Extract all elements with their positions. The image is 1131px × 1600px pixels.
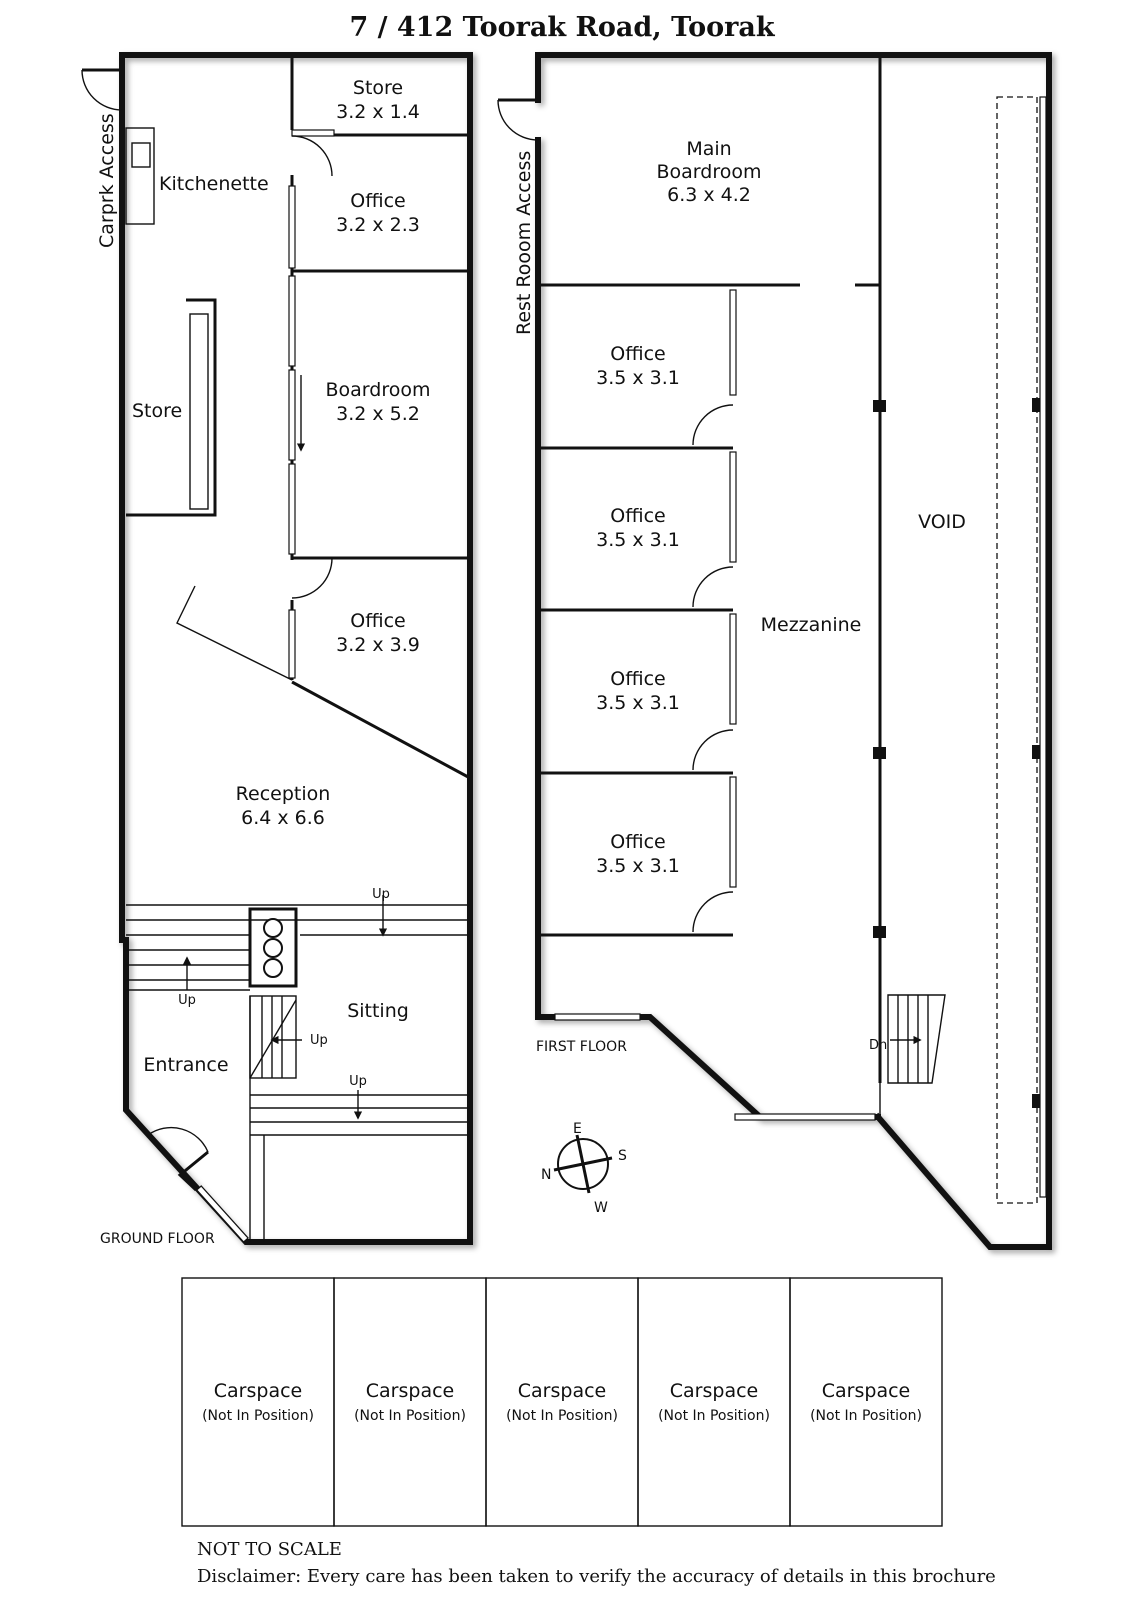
svg-text:Main: Main: [686, 138, 731, 160]
carpark-door: [81, 68, 123, 111]
ground-floor-label: GROUND FLOOR: [100, 1231, 215, 1247]
compass-w: W: [594, 1200, 608, 1216]
svg-text:Office: Office: [610, 668, 665, 690]
stair-up-label: Up: [349, 1074, 367, 1089]
room-store: Store: [132, 400, 182, 422]
svg-text:Office: Office: [610, 343, 665, 365]
carpark-access-label: Carprk Access: [96, 113, 118, 248]
svg-text:Office: Office: [350, 610, 405, 632]
svg-text:Office: Office: [610, 831, 665, 853]
ground-floor-plan: [81, 52, 473, 1245]
room-store-small: Store 3.2 x 1.4: [336, 77, 420, 123]
svg-text:3.2 x 5.2: 3.2 x 5.2: [336, 403, 420, 425]
carspace-1-label: Carspace: [214, 1380, 302, 1402]
carspace-1-note: (Not In Position): [202, 1408, 314, 1424]
room-main-boardroom: Main Boardroom 6.3 x 4.2: [657, 138, 762, 206]
svg-text:3.2 x 3.9: 3.2 x 3.9: [336, 634, 420, 656]
first-floor-plan: [497, 52, 1052, 1250]
room-office-1: Office 3.2 x 2.3: [336, 190, 420, 236]
room-office-first-2: Office 3.5 x 3.1: [596, 505, 680, 551]
svg-text:3.5 x 3.1: 3.5 x 3.1: [596, 367, 680, 389]
compass-s: S: [618, 1148, 627, 1164]
room-boardroom: Boardroom 3.2 x 5.2: [326, 379, 431, 425]
stair-up-label: Up: [310, 1033, 328, 1048]
svg-text:Store: Store: [353, 77, 403, 99]
svg-text:Boardroom: Boardroom: [657, 161, 762, 183]
stair-down-label: Dn: [869, 1038, 887, 1053]
room-office-first-3: Office 3.5 x 3.1: [596, 668, 680, 714]
compass: E S W N: [541, 1121, 627, 1216]
svg-text:Office: Office: [350, 190, 405, 212]
carspace-4-note: (Not In Position): [658, 1408, 770, 1424]
room-sitting: Sitting: [347, 1000, 409, 1022]
carspace-5-label: Carspace: [822, 1380, 910, 1402]
carspace-3-label: Carspace: [518, 1380, 606, 1402]
carspace-2-label: Carspace: [366, 1380, 454, 1402]
svg-text:3.2 x 1.4: 3.2 x 1.4: [336, 101, 420, 123]
room-mezzanine: Mezzanine: [761, 614, 862, 636]
carspace-4-label: Carspace: [670, 1380, 758, 1402]
stair-up-label: Up: [178, 993, 196, 1008]
carspace-2-note: (Not In Position): [354, 1408, 466, 1424]
svg-text:3.5 x 3.1: 3.5 x 3.1: [596, 529, 680, 551]
disclaimer: Disclaimer: Every care has been taken to…: [197, 1566, 996, 1587]
svg-text:6.3 x 4.2: 6.3 x 4.2: [667, 184, 751, 206]
compass-n: N: [541, 1167, 551, 1183]
not-to-scale: NOT TO SCALE: [197, 1539, 342, 1560]
room-office-first-4: Office 3.5 x 3.1: [596, 831, 680, 877]
svg-text:3.2 x 2.3: 3.2 x 2.3: [336, 214, 420, 236]
carspaces: Carspace (Not In Position) Carspace (Not…: [181, 1277, 943, 1527]
svg-text:6.4 x 6.6: 6.4 x 6.6: [241, 807, 325, 829]
room-reception: Reception 6.4 x 6.6: [236, 783, 331, 829]
svg-text:Boardroom: Boardroom: [326, 379, 431, 401]
carspace-5-note: (Not In Position): [810, 1408, 922, 1424]
room-void: VOID: [918, 511, 966, 533]
room-kitchenette: Kitchenette: [159, 173, 269, 195]
rest-room-access-label: Rest Rooom Access: [513, 151, 535, 335]
svg-text:3.5 x 3.1: 3.5 x 3.1: [596, 855, 680, 877]
room-office-first-1: Office 3.5 x 3.1: [596, 343, 680, 389]
room-office-2: Office 3.2 x 3.9: [336, 610, 420, 656]
carspace-3-note: (Not In Position): [506, 1408, 618, 1424]
first-floor-label: FIRST FLOOR: [536, 1039, 627, 1055]
svg-text:3.5 x 3.1: 3.5 x 3.1: [596, 692, 680, 714]
room-entrance: Entrance: [143, 1054, 228, 1076]
svg-text:Office: Office: [610, 505, 665, 527]
page-title: 7 / 412 Toorak Road, Toorak: [349, 12, 775, 43]
compass-e: E: [573, 1121, 582, 1137]
svg-text:Reception: Reception: [236, 783, 331, 805]
stairs-ground: [126, 895, 470, 1242]
stair-up-label: Up: [372, 887, 390, 902]
